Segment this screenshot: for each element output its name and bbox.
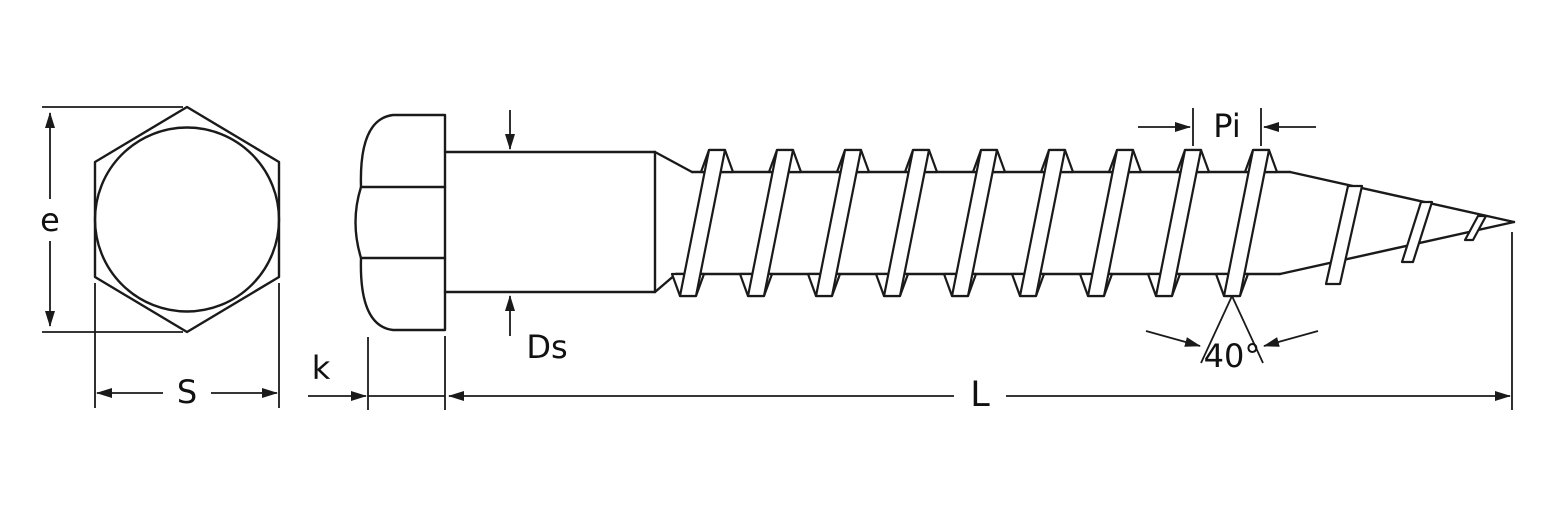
dim-label-k: k bbox=[312, 349, 331, 387]
hex-head-front-view bbox=[93, 105, 281, 334]
dim-k: k bbox=[308, 336, 446, 410]
dim-label-s: S bbox=[177, 373, 197, 411]
screw-head-outline bbox=[354, 113, 447, 332]
dim-pi: Pi bbox=[1138, 107, 1316, 146]
dim-e: e bbox=[40, 106, 183, 333]
dim-thread-angle: 40° bbox=[1145, 295, 1319, 375]
dim-label-angle: 40° bbox=[1204, 337, 1261, 375]
dim-l: L bbox=[448, 232, 1513, 415]
cone-thread-blade bbox=[1400, 200, 1434, 264]
dim-label-pi: Pi bbox=[1213, 107, 1240, 145]
hex-head-outline bbox=[93, 105, 281, 334]
dim-label-e: e bbox=[40, 201, 60, 239]
dim-ds: Ds bbox=[505, 110, 568, 366]
thread-helix bbox=[670, 148, 1488, 298]
cone-thread-blade bbox=[1324, 184, 1364, 286]
screw-head-side bbox=[354, 113, 447, 332]
screw-shank bbox=[443, 150, 694, 294]
dim-label-l: L bbox=[970, 375, 990, 415]
cone-thread-blade bbox=[1463, 214, 1488, 242]
screw-side-view bbox=[354, 113, 1516, 332]
dim-label-ds: Ds bbox=[526, 328, 567, 366]
hex-head-inscribed-circle bbox=[93, 126, 281, 313]
dim-s: S bbox=[94, 283, 280, 411]
